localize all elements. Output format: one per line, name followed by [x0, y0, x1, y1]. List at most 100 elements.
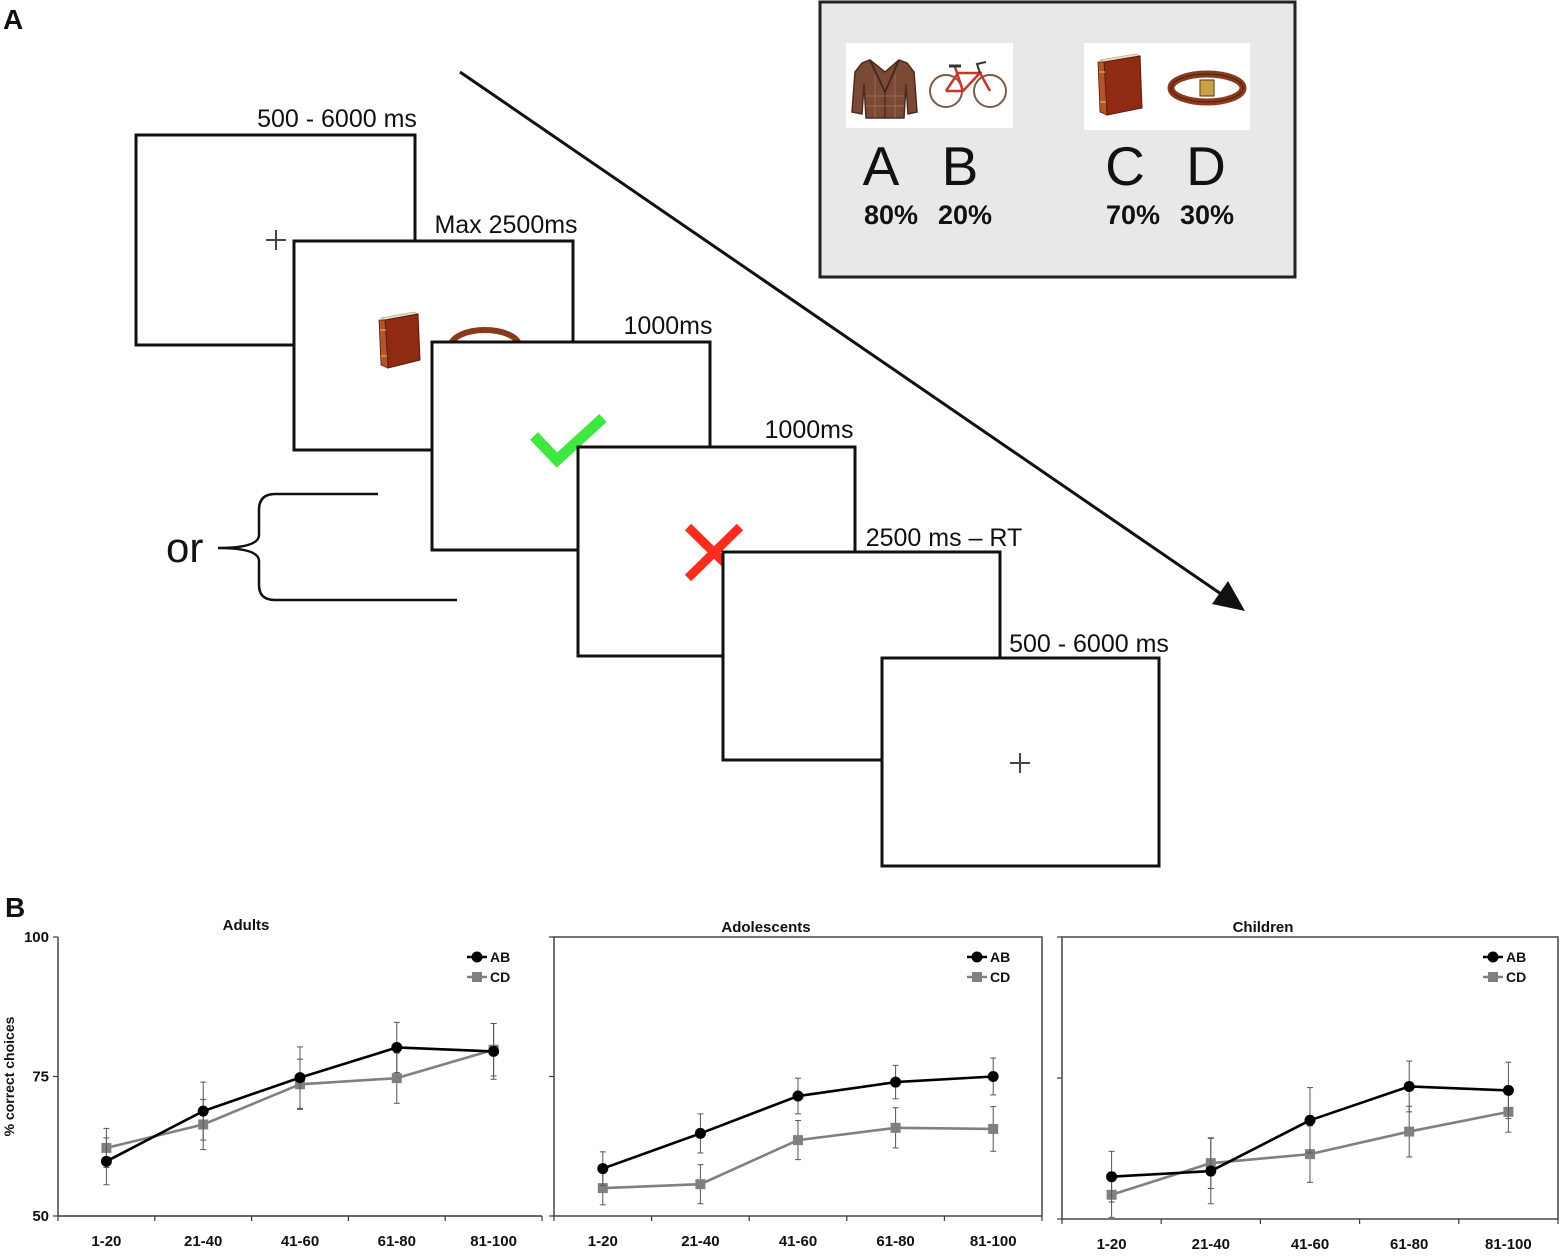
screen-duration-label: 500 - 6000 ms	[257, 105, 417, 133]
plot-frame	[553, 936, 1043, 1217]
x-tick-label: 81-100	[470, 1233, 517, 1250]
legend-label: AB	[490, 949, 510, 965]
x-tick-label: 81-100	[970, 1233, 1017, 1250]
data-point	[694, 1127, 706, 1139]
chart-title: Adults	[223, 917, 270, 934]
data-point	[1404, 1126, 1415, 1137]
checkmark-icon	[530, 413, 607, 468]
data-point	[890, 1076, 902, 1088]
legend-marker	[971, 951, 983, 963]
bicycle-handlebar	[975, 61, 987, 74]
x-tick-label: 21-40	[681, 1233, 719, 1250]
x-tick-label: 61-80	[1390, 1236, 1428, 1253]
trial-screen-fixation-next: 500 - 6000 ms	[880, 630, 1169, 868]
bicycle-seat-tube	[953, 66, 965, 92]
data-point	[890, 1122, 901, 1133]
data-point	[597, 1163, 609, 1175]
series-ab	[597, 1057, 999, 1186]
screen-duration-label: 500 - 6000 ms	[1009, 630, 1169, 658]
series-cd	[597, 1106, 999, 1206]
data-point	[488, 1045, 500, 1057]
legend-entry: AB	[967, 949, 1010, 965]
reward-percent-a: 80%	[864, 200, 918, 230]
legend-label: CD	[1506, 969, 1526, 985]
bicycle-icon	[929, 61, 1007, 108]
series-ab	[100, 1021, 500, 1186]
legend-entry: AB	[467, 949, 510, 965]
series-ab	[1106, 1060, 1514, 1205]
screen-duration-label: 1000ms	[624, 312, 713, 340]
panel-b-charts: 50 75 100 1-20 21-40 41-60 61-80 81-100 Adults % …	[1, 917, 1559, 1253]
data-point	[987, 1071, 999, 1082]
reward-percent-d: 30%	[1180, 200, 1234, 230]
x-tick-label: 41-60	[281, 1233, 319, 1250]
x-tick-label: 41-60	[779, 1233, 817, 1250]
x-tick-label: 41-60	[1291, 1236, 1329, 1253]
legend-marker	[472, 972, 482, 982]
cross-mark-stroke	[684, 523, 744, 582]
legend-label: AB	[990, 949, 1010, 965]
time-arrow-shaft	[459, 70, 1225, 598]
reward-percent-c: 70%	[1106, 200, 1160, 230]
stimulus-letter-d: D	[1186, 135, 1226, 197]
feedback-alternative: or	[166, 492, 457, 602]
data-point	[1106, 1171, 1118, 1183]
legend-label: AB	[1506, 949, 1526, 965]
data-point	[695, 1179, 706, 1190]
fixation-cross-icon	[1010, 753, 1030, 773]
bicycle-fork	[978, 72, 992, 92]
x-tick-label: 21-40	[184, 1233, 222, 1250]
stimulus-letter-b: B	[942, 135, 979, 197]
legend-label: CD	[490, 969, 510, 985]
data-point	[988, 1123, 999, 1134]
legend-marker	[1487, 951, 1499, 963]
stimulus-letter-a: A	[863, 135, 900, 197]
x-tick-label: 1-20	[1097, 1236, 1127, 1253]
x-tick-label: 1-20	[91, 1233, 121, 1250]
legend-entry: CD	[467, 969, 510, 985]
screen-duration-label: Max 2500ms	[434, 211, 577, 239]
book-icon	[378, 311, 421, 369]
data-point	[793, 1135, 803, 1146]
x-tick-label: 81-100	[1485, 1236, 1532, 1253]
legend-label: CD	[990, 969, 1010, 985]
belt-buckle	[1199, 79, 1215, 97]
x-tick-label: 21-40	[1192, 1236, 1230, 1253]
data-point	[391, 1073, 402, 1084]
legend-entry: AB	[1483, 949, 1526, 965]
belt-icon	[1167, 70, 1247, 106]
book-cover	[384, 313, 421, 369]
book-cover	[1103, 55, 1143, 116]
y-tick-label: 100	[24, 929, 49, 946]
data-point	[1304, 1114, 1316, 1126]
curly-brace-icon	[217, 492, 457, 602]
y-tick-label: 75	[32, 1069, 49, 1086]
jacket-body	[851, 59, 918, 119]
x-tick-label: 61-80	[876, 1233, 914, 1250]
panel-a-label: A	[3, 4, 23, 35]
reward-percent-b: 20%	[938, 200, 992, 230]
data-point	[391, 1041, 403, 1053]
chart-title: Children	[1233, 919, 1294, 936]
or-label: or	[166, 524, 203, 571]
stimulus-letter-c: C	[1105, 135, 1145, 197]
y-axis-label: % correct choices	[1, 1016, 17, 1136]
data-point	[597, 1183, 608, 1194]
fixation-cross-icon	[266, 230, 286, 250]
legend-entry: CD	[1483, 969, 1526, 985]
data-point	[100, 1155, 112, 1167]
legend-entry: CD	[967, 969, 1010, 985]
data-point	[1502, 1084, 1514, 1096]
legend-marker	[471, 951, 483, 963]
bicycle-wheel	[973, 74, 1007, 108]
data-point	[294, 1072, 306, 1084]
legend-marker	[1488, 972, 1498, 982]
data-point	[1205, 1165, 1217, 1177]
book-icon	[1097, 53, 1143, 116]
y-tick-label: 50	[32, 1208, 49, 1225]
legend-marker	[972, 972, 982, 982]
